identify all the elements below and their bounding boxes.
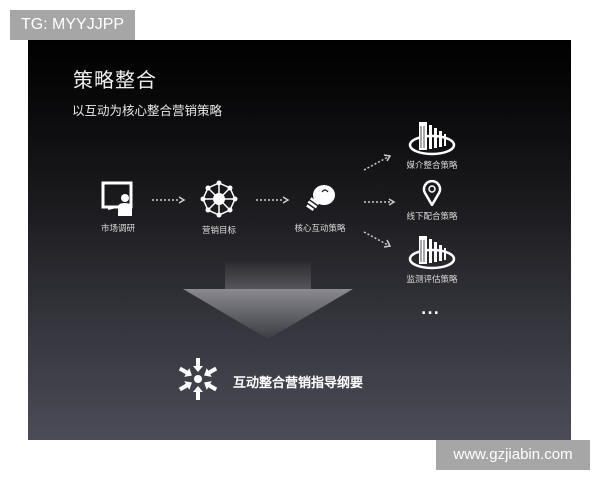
branch-node-offline: 线下配合策略: [392, 180, 472, 222]
watermark-top: TG: MYYJJPP: [10, 10, 135, 40]
result-label: 互动整合营销指导纲要: [233, 376, 364, 391]
presentation-teacher-icon: [101, 181, 133, 216]
dotted-arrow-icon: [152, 196, 186, 204]
flow-label: 核心互动策略: [294, 224, 346, 234]
branch-label: 监测评估策略: [406, 275, 458, 285]
converge-arrows-icon: [178, 358, 218, 400]
slide: 策略整合 以互动为核心整合营销策略 市场调研: [28, 40, 571, 440]
dotted-arrow-up-icon: [363, 154, 392, 171]
flow-label: 营销目标: [201, 226, 236, 236]
location-pin-icon: [422, 180, 442, 206]
flow-node-marketing-goals: 营销目标: [179, 180, 259, 236]
slide-subtitle: 以互动为核心整合营销策略: [72, 103, 223, 118]
more-ellipsis: ...: [421, 302, 440, 318]
flow-label: 市场调研: [100, 224, 135, 234]
media-buildings-icon: [408, 122, 456, 156]
dotted-arrow-icon: [256, 196, 290, 204]
flow-node-market-research: 市场调研: [78, 180, 158, 234]
big-down-arrow-icon: [183, 261, 353, 339]
flow-node-core-strategy: 核心互动策略: [280, 182, 360, 234]
branch-node-monitoring: 监测评估策略: [392, 234, 472, 285]
slide-title: 策略整合: [73, 68, 157, 92]
branch-label: 线下配合策略: [406, 212, 458, 222]
dotted-arrow-down-icon: [363, 231, 392, 248]
dotted-arrow-right-icon: [364, 198, 396, 206]
watermark-bottom: www.gzjiabin.com: [436, 440, 590, 470]
branch-label: 媒介整合策略: [406, 161, 458, 171]
media-buildings-icon: [408, 236, 456, 270]
network-hub-icon: [200, 180, 238, 218]
lightbulb-icon: [306, 185, 335, 212]
branch-node-media: 媒介整合策略: [392, 120, 472, 171]
